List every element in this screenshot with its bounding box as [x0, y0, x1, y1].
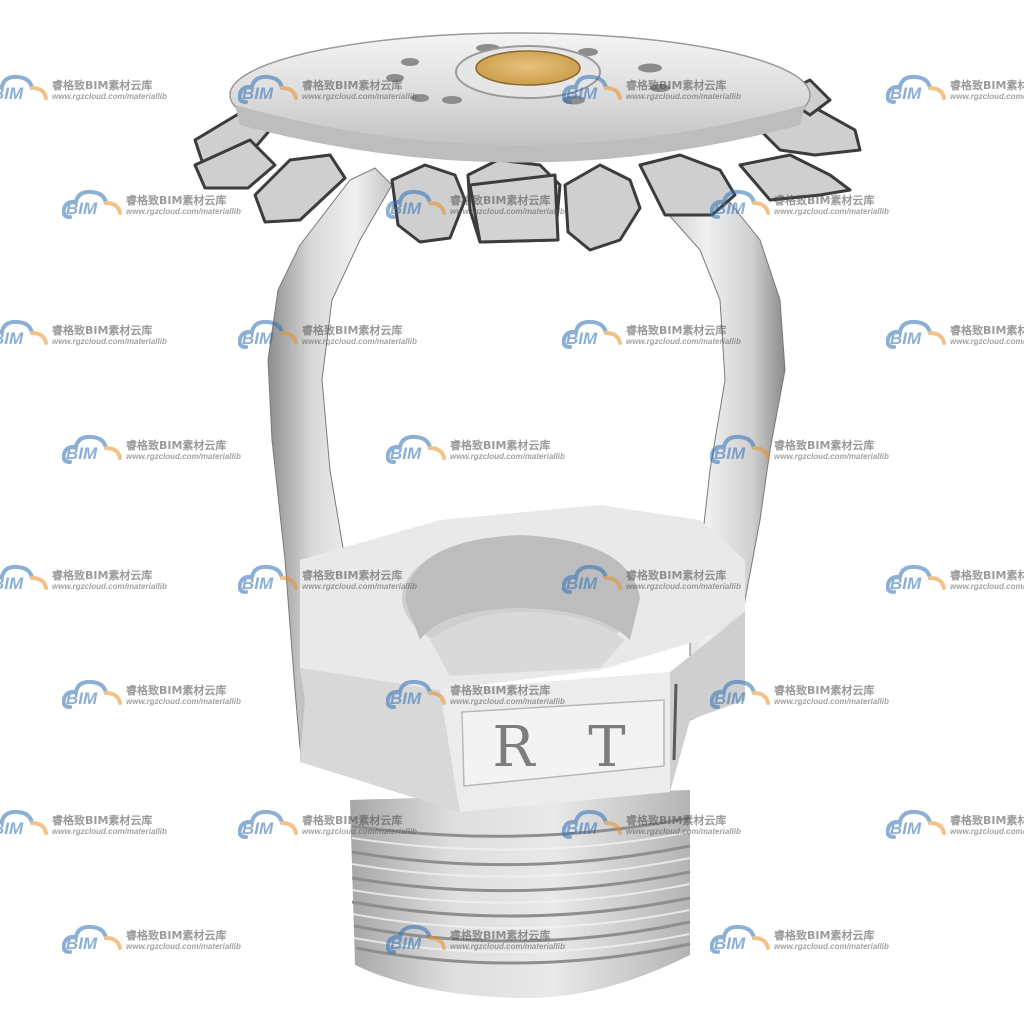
hex-body — [300, 505, 745, 812]
threaded-base — [350, 790, 691, 999]
load-screw — [468, 173, 560, 244]
stamp-text: R T — [492, 715, 643, 780]
